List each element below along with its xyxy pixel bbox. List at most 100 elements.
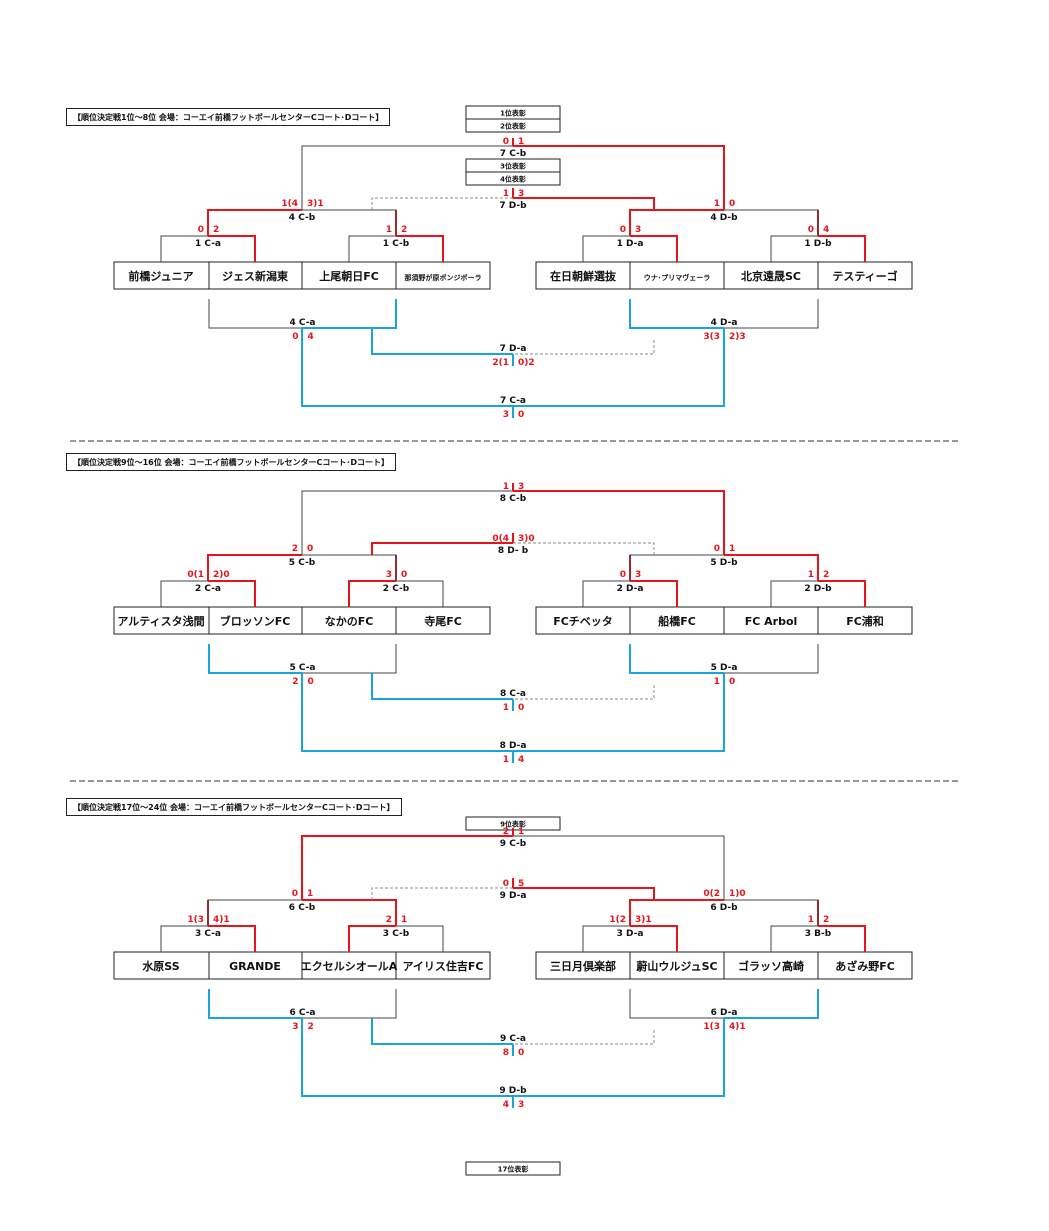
score-left: 8 (503, 1048, 509, 1058)
team-name: ウナ･プリマヴェーラ (644, 273, 711, 282)
score-left: 3(3 (703, 332, 720, 342)
semi-branch-right (302, 899, 397, 926)
score-right: 3 (518, 1100, 524, 1110)
score-right: 0 (518, 410, 524, 420)
match-label: 6 C-b (289, 903, 316, 913)
r1-branch-left (348, 580, 396, 607)
final-branch-left (301, 835, 513, 900)
consol-branch-left (371, 673, 513, 700)
score-right: 2 (401, 225, 407, 235)
semi-branch-left (207, 899, 302, 926)
r1-branch-right (630, 580, 678, 607)
third-branch-right (513, 887, 655, 900)
team-name: ゴラッソ高崎 (738, 959, 804, 973)
score-right: 2)3 (729, 332, 746, 342)
team-name: 三日月倶楽部 (550, 959, 616, 973)
lower-branch-left (629, 989, 724, 1019)
match-label: 9 D-b (499, 1086, 527, 1096)
score-right: 1 (518, 137, 524, 147)
match-label: 5 C-a (289, 663, 315, 673)
match-label: 7 C-a (500, 396, 526, 406)
score-right: 2)0 (213, 570, 230, 580)
score-right: 3 (635, 225, 641, 235)
r1-branch-left (348, 925, 396, 952)
score-left: 3 (386, 570, 392, 580)
score-right: 4)1 (213, 915, 230, 925)
award-label: 17位表彰 (498, 1165, 529, 1174)
match-label: 8 D-a (500, 741, 527, 751)
award-box (465, 1161, 561, 1176)
section-header: 【順位決定戦1位～8位 会場：コーエイ前橋フットボールセンターCコート･Dコート… (66, 108, 391, 126)
award-label: 2位表彰 (500, 122, 526, 131)
score-right: 0 (518, 703, 524, 713)
score-right: 0)2 (518, 358, 535, 368)
score-left: 1 (714, 199, 720, 209)
score-right: 3 (518, 189, 524, 199)
score-right: 0 (729, 199, 735, 209)
third-branch-left (371, 887, 513, 900)
team-name: 蔚山ウルジュSC (636, 959, 717, 973)
score-left: 0(4 (492, 534, 509, 544)
semi-branch-left (629, 899, 724, 926)
match-label: 6 C-a (289, 1008, 315, 1018)
third-branch-right (513, 197, 655, 210)
score-right: 1 (729, 544, 735, 554)
match-label: 6 D-b (710, 903, 738, 913)
third-branch-right (513, 542, 655, 555)
final-branch-left (301, 145, 513, 210)
team-name: 北京遠晟SC (741, 269, 801, 283)
score-right: 4 (518, 755, 524, 765)
match-label: 3 C-b (383, 929, 410, 939)
score-right: 3)1 (307, 199, 324, 209)
score-left: 3 (292, 1022, 298, 1032)
lower-branch-left (208, 644, 303, 674)
lower-branch-left (629, 299, 724, 329)
match-label: 7 C-b (500, 149, 527, 159)
award-box (465, 171, 561, 186)
score-left: 0 (198, 225, 204, 235)
score-left: 2 (292, 677, 298, 687)
match-label: 5 C-b (289, 558, 316, 568)
consol-branch-left (371, 328, 513, 355)
semi-branch-right (302, 554, 397, 581)
match-label: 9 D-a (500, 891, 527, 901)
semi-branch-right (724, 554, 819, 581)
r1-branch-right (208, 580, 256, 607)
semi-branch-left (629, 209, 724, 236)
match-label: 1 D-a (617, 239, 644, 249)
score-left: 4 (503, 1100, 509, 1110)
score-right: 2 (823, 570, 829, 580)
r1-branch-right (396, 925, 444, 952)
score-right: 5 (518, 879, 524, 889)
score-right: 1)0 (729, 889, 746, 899)
third-branch-left (371, 542, 513, 555)
team-name: 在日朝鮮選抜 (550, 269, 617, 283)
score-left: 1(3 (703, 1022, 720, 1032)
score-left: 1(4 (281, 199, 298, 209)
match-label: 2 D-a (617, 584, 644, 594)
r1-branch-right (396, 235, 444, 262)
match-label: 7 D-b (499, 201, 527, 211)
final-branch-right (513, 490, 725, 555)
match-label: 1 D-b (804, 239, 832, 249)
team-name: ブロッソンFC (220, 614, 291, 628)
score-left: 1 (808, 570, 814, 580)
r1-branch-right (818, 925, 866, 952)
final-branch-left (301, 490, 513, 555)
match-label: 1 C-a (195, 239, 221, 249)
match-label: 4 D-b (710, 213, 738, 223)
match-label: 4 C-a (289, 318, 315, 328)
award-label: 3位表彰 (500, 162, 526, 171)
score-right: 0 (401, 570, 407, 580)
team-name: FCチベッタ (553, 615, 613, 628)
r1-branch-left (160, 580, 208, 607)
team-name: 上尾朝日FC (319, 269, 379, 283)
match-label: 1 C-b (383, 239, 410, 249)
r1-branch-left (160, 235, 208, 262)
lower-branch-right (302, 989, 397, 1019)
match-label: 8 C-a (500, 689, 526, 699)
lower-final-branch-right (513, 673, 725, 752)
team-name: FC浦和 (846, 614, 884, 628)
score-right: 1 (518, 827, 524, 837)
